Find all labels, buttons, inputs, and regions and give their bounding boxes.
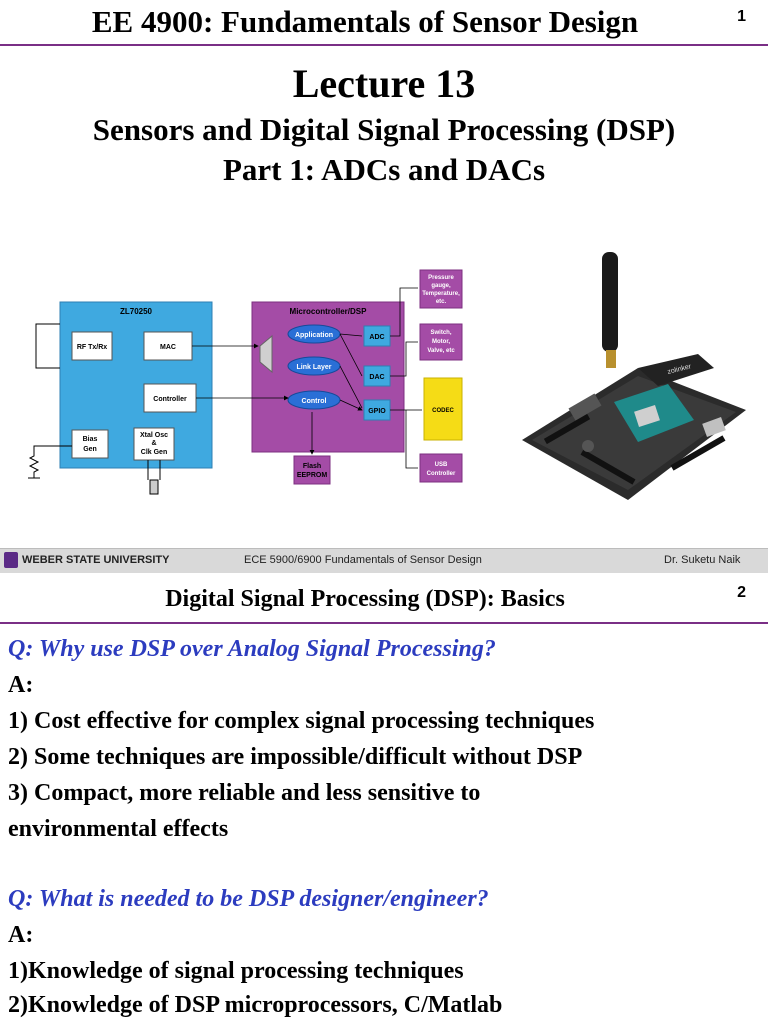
slide-2-rule (0, 622, 768, 624)
slide-number: 1 (737, 8, 746, 25)
usb-label-1: USB (435, 462, 448, 468)
board-photo: zolinker (522, 252, 746, 500)
antenna-loop-icon (35, 323, 60, 369)
pressure-label-2: gauge, (431, 283, 451, 289)
flash-block (293, 455, 331, 485)
module-chip (634, 404, 660, 428)
answer-2-label: A: (8, 922, 34, 948)
lecture-subtitle-2: Part 1: ADCs and DACs (222, 152, 546, 187)
bias-block (71, 429, 109, 459)
xtal-block (133, 427, 175, 461)
pressure-block (419, 269, 463, 309)
slide-footer: WEBER STATE UNIVERSITY ECE 5900/6900 Fun… (0, 548, 768, 573)
slide-2-title: Digital Signal Processing (DSP): Basics (165, 586, 565, 612)
peripheral-wires (390, 287, 422, 469)
pressure-label-4: etc. (436, 299, 447, 305)
application-label: Application (295, 332, 333, 339)
bias-label-1: Bias (83, 436, 98, 443)
link-layer-label: Link Layer (296, 364, 331, 371)
xtal-label-3: Clk Gen (141, 449, 167, 456)
gpio-label: GPIO (368, 408, 386, 415)
slide-1: EE 4900: Fundamentals of Sensor Design 1… (0, 4, 768, 500)
codec-label: CODEC (432, 408, 454, 414)
mac-block (143, 331, 193, 361)
pressure-label-3: Temperature, (422, 291, 460, 297)
antenna-icon (602, 252, 618, 352)
dac-label: DAC (369, 374, 384, 381)
mcu-internal-arrows (339, 333, 362, 410)
header-pins (543, 413, 726, 485)
pressure-label-1: Pressure (428, 275, 454, 281)
answer-1-label: A: (8, 672, 34, 698)
question-2: Q: What is needed to be DSP designer/eng… (8, 886, 489, 912)
crystal-wires (147, 460, 161, 480)
question-1: Q: Why use DSP over Analog Signal Proces… (8, 636, 496, 662)
usb-label-2: Controller (427, 471, 456, 477)
ground-resistor-icon (28, 445, 72, 479)
antenna-connector (606, 350, 616, 368)
switch-block (419, 323, 463, 361)
board-connector (568, 393, 602, 421)
usb-port (702, 417, 726, 437)
answer-1-item: 3) Compact, more reliable and less sensi… (8, 780, 481, 806)
footer-author: Dr. Suketu Naik (664, 554, 741, 566)
adc-label: ADC (369, 334, 384, 341)
flash-label-1: Flash (303, 463, 321, 470)
xtal-label-1: Xtal Osc (140, 432, 168, 439)
answer-2-item: 1)Knowledge of signal processing techniq… (8, 958, 464, 984)
codec-block (423, 377, 463, 441)
block-diagram: ZL70250 RF Tx/Rx MAC Controller Bias Gen… (28, 269, 463, 495)
xtal-label-2: & (151, 440, 156, 447)
rf-block (71, 331, 113, 361)
controller-label: Controller (153, 396, 187, 403)
switch-label-2: Motor, (432, 339, 450, 345)
header-rule (0, 44, 768, 46)
answer-1-item: 2) Some techniques are impossible/diffic… (8, 744, 583, 770)
flash-label-2: EEPROM (297, 472, 328, 479)
top-shield (638, 354, 714, 386)
switch-label-3: Valve, etc (427, 348, 455, 354)
bias-label-2: Gen (83, 446, 97, 453)
crystal-icon (149, 479, 159, 495)
answer-1-item: environmental effects (8, 816, 229, 842)
control-label: Control (302, 398, 327, 405)
rf-label: RF Tx/Rx (77, 344, 107, 351)
chip-label: ZL70250 (120, 307, 153, 316)
board-button (582, 440, 594, 452)
footer-course: ECE 5900/6900 Fundamentals of Sensor Des… (244, 554, 482, 566)
lecture-subtitle-1: Sensors and Digital Signal Processing (D… (92, 112, 676, 147)
mcu-bus-icon (259, 334, 273, 374)
footer-university: WEBER STATE UNIVERSITY (22, 554, 170, 566)
answer-2-item: 2)Knowledge of DSP microprocessors, C/Ma… (8, 992, 503, 1018)
university-logo-icon (4, 552, 18, 568)
slide-2: Digital Signal Processing (DSP): Basics … (0, 572, 768, 1024)
answer-1-item: 1) Cost effective for complex signal pro… (8, 708, 595, 734)
usb-block (419, 453, 463, 483)
mcu-label: Microcontroller/DSP (290, 307, 368, 316)
lecture-title: Lecture 13 (292, 61, 476, 106)
slide-2-number: 2 (737, 584, 746, 601)
switch-label-1: Switch, (430, 330, 451, 336)
course-header: EE 4900: Fundamentals of Sensor Design (91, 4, 639, 39)
mac-label: MAC (160, 344, 176, 351)
